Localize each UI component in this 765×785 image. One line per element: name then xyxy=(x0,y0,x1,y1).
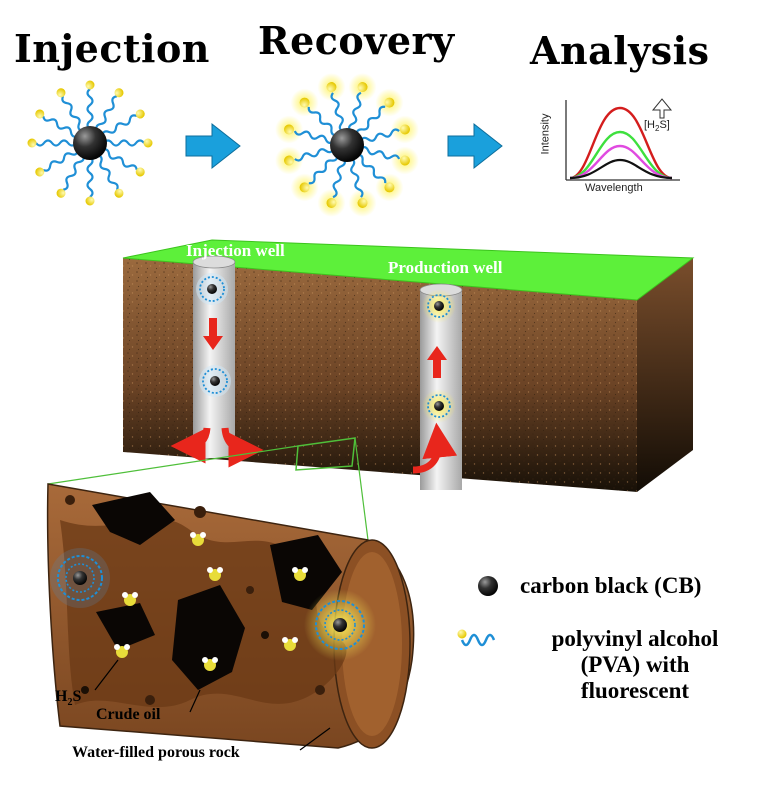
step-arrow-1 xyxy=(185,122,241,170)
crude-oil-leader xyxy=(189,689,201,713)
curve-red xyxy=(569,106,673,180)
rock-nanoparticle-glowing xyxy=(304,589,376,661)
production-well-label: Production well xyxy=(388,258,503,277)
ground-surface xyxy=(122,239,695,301)
recovery-nanoparticle xyxy=(275,73,419,217)
well-particle-injection-top xyxy=(196,273,228,305)
well-particle-production-top xyxy=(422,289,456,323)
carbon-black-core xyxy=(330,128,364,162)
y-axis-label: Intensity xyxy=(539,113,552,155)
analysis-heading: Analysis xyxy=(530,28,710,73)
crude-oil-blob-4 xyxy=(96,603,155,650)
flow-arrow-out-right xyxy=(221,427,264,468)
well-particle-production-bottom xyxy=(422,389,456,423)
rock-nanoparticle-incoming xyxy=(50,548,110,608)
flow-arrow-in xyxy=(412,422,458,474)
x-axis-label: Wavelength xyxy=(585,182,643,194)
spectrum-graph xyxy=(565,98,680,181)
h2s-concentration-label: [H2S] xyxy=(644,119,670,134)
h2s-molecule xyxy=(207,567,223,581)
flow-arrow-up xyxy=(427,346,447,378)
pva-chains xyxy=(27,80,153,206)
reservoir-block xyxy=(122,239,695,492)
carbon-black-core xyxy=(73,126,107,160)
zoom-line-right xyxy=(354,437,369,541)
step-arrow-2 xyxy=(447,122,503,170)
carbon-black-legend-icon xyxy=(478,576,498,596)
pva-legend: polyvinyl alcohol (PVA) with fluorescent xyxy=(551,626,719,703)
curve-green xyxy=(569,130,673,180)
crude-oil-blob-1 xyxy=(92,492,175,545)
pva-legend-icon xyxy=(457,629,496,647)
h2s-molecule xyxy=(122,592,138,606)
injection-heading: Injection xyxy=(14,26,210,71)
flow-arrow-down xyxy=(203,318,223,350)
h2s-leader xyxy=(94,659,119,691)
injection-nanoparticle xyxy=(27,80,153,206)
h2s-molecule xyxy=(292,567,308,581)
increase-arrow-icon xyxy=(651,98,673,119)
rock-leader xyxy=(299,727,331,751)
h2s-molecule xyxy=(282,637,298,651)
rock-cross-section xyxy=(46,483,415,751)
crude-oil-label: Crude oil xyxy=(96,706,161,723)
zoom-region xyxy=(295,437,356,471)
block-right-side xyxy=(637,258,693,492)
porous-rock-label: Water-filled porous rock xyxy=(72,744,240,761)
h2s-molecule xyxy=(202,657,218,671)
carbon-black-legend: carbon black (CB) xyxy=(520,573,702,598)
crude-oil-blob-2 xyxy=(172,585,245,690)
curve-magenta xyxy=(569,144,673,180)
injection-well-label: Injection well xyxy=(186,241,285,260)
zoom-line-left xyxy=(47,445,299,485)
recovery-heading: Recovery xyxy=(258,18,455,63)
h2s-molecule xyxy=(190,532,206,546)
h2s-label: H2S xyxy=(55,688,82,709)
glowing-pva-chains xyxy=(275,73,419,217)
well-particle-injection-bottom xyxy=(199,365,231,397)
h2s-molecule xyxy=(114,644,130,658)
curve-black xyxy=(569,158,673,180)
flow-arrow-out-left xyxy=(170,427,211,464)
